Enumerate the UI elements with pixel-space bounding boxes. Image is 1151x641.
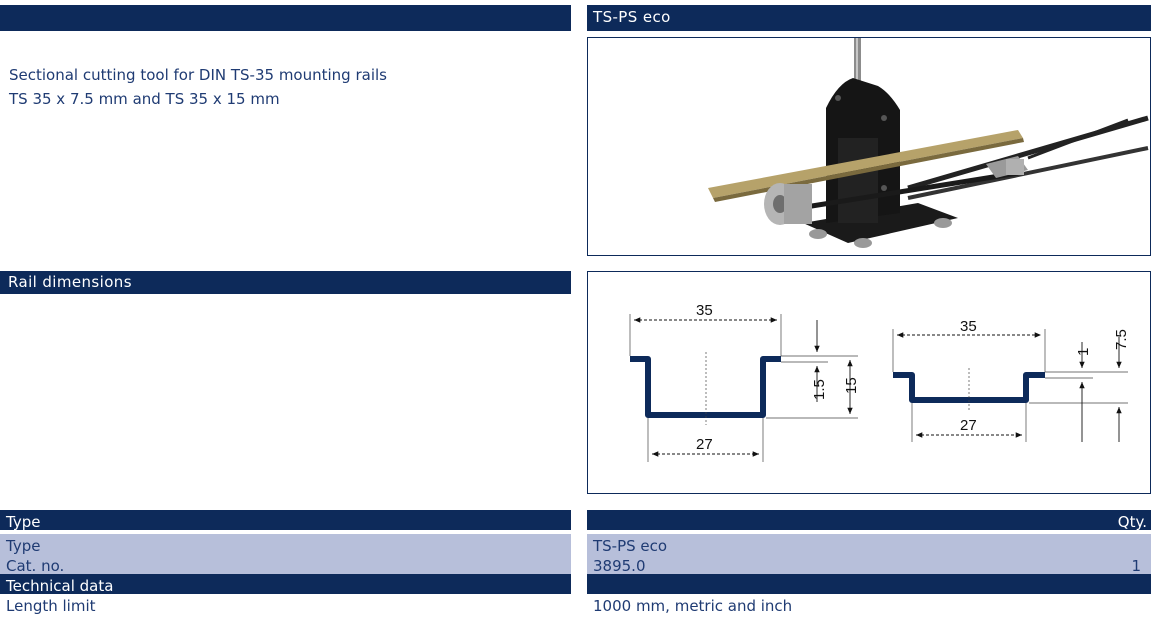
rail15-height: 15 [843, 377, 860, 394]
table-header-left: Type [0, 510, 571, 531]
rail7-height: 7.5 [1113, 329, 1130, 350]
rail15-width-bottom: 27 [696, 436, 713, 453]
table-row: Cat. no. [0, 554, 571, 575]
rail7-width-bottom: 27 [960, 417, 977, 434]
header-bar-left [0, 5, 571, 31]
product-photo-panel [587, 37, 1151, 256]
row-label-length-limit: Length limit [6, 597, 96, 615]
table-row: Length limit [0, 594, 571, 615]
rail7-width-top: 35 [960, 318, 977, 335]
row-value-catno: 3895.0 [593, 557, 646, 575]
rail-dimensions-bar: Rail dimensions [0, 271, 571, 294]
header-bar-right: TS-PS eco [587, 5, 1151, 31]
description-line-1: Sectional cutting tool for DIN TS-35 mou… [9, 66, 387, 84]
rail7-thickness: 1 [1075, 348, 1092, 356]
rail-dimension-diagram: 35 27 1.5 15 35 27 1 [629, 302, 1130, 462]
rail15-width-top: 35 [696, 302, 713, 319]
rail-diagram-panel: 35 27 1.5 15 35 27 1 [587, 271, 1151, 494]
product-title: TS-PS eco [593, 8, 671, 26]
table-row: 1000 mm, metric and inch [587, 594, 1151, 615]
table-row: 3895.0 1 [587, 554, 1151, 575]
table-row: TS-PS eco [587, 534, 1151, 555]
row-value-type: TS-PS eco [593, 537, 668, 555]
rail15-thickness: 1.5 [811, 379, 828, 400]
table-header-right: Qty. [587, 510, 1151, 531]
row-label-catno: Cat. no. [6, 557, 65, 575]
technical-data-header-left: Technical data [0, 574, 571, 595]
cutting-tool-image [708, 38, 1149, 248]
table-header-qty: Qty. [1117, 513, 1147, 531]
technical-data-header-right [587, 574, 1151, 594]
table-row: Type [0, 534, 571, 555]
description-line-2: TS 35 x 7.5 mm and TS 35 x 15 mm [9, 90, 280, 108]
rail-dimensions-title: Rail dimensions [8, 273, 132, 291]
technical-data-title: Technical data [6, 577, 114, 595]
row-value-qty: 1 [1131, 557, 1141, 575]
table-header-type: Type [6, 513, 41, 531]
row-value-length-limit: 1000 mm, metric and inch [593, 597, 793, 615]
row-label-type: Type [6, 537, 41, 555]
